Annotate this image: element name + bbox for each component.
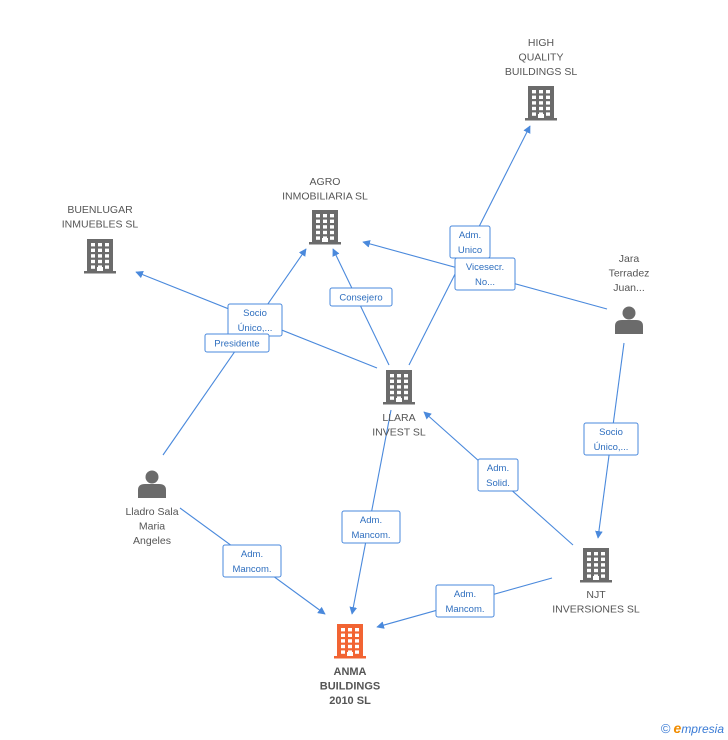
edge-label-njt-to-anma[interactable]: Adm. Mancom. <box>435 584 495 618</box>
building-icon <box>525 86 557 121</box>
copyright-icon: © <box>660 721 671 736</box>
edge-label-text: Adm. <box>360 515 382 526</box>
edges-layer <box>135 125 625 629</box>
edge-label-text: Único,... <box>594 442 629 453</box>
brand-footer[interactable]: ©empresia <box>661 720 724 736</box>
edge-label-text: Adm. <box>241 549 263 560</box>
node-anma[interactable]: ANMA BUILDINGS 2010 SL <box>320 624 381 707</box>
edge-label-text: Presidente <box>214 339 259 350</box>
edge-label-box <box>435 584 495 618</box>
edge-label-text: Socio <box>243 308 267 319</box>
node-label: Terradez <box>609 268 650 280</box>
node-label: INVERSIONES SL <box>552 604 640 616</box>
edge-label-text: Mancom. <box>445 604 484 615</box>
edge-label-jara-to-njt[interactable]: SocioÚnico,... <box>583 422 639 456</box>
edge-label-llara-to-anma[interactable]: Adm. Mancom. <box>341 510 401 544</box>
node-label: LLARA <box>382 412 415 424</box>
node-label: BUENLUGAR <box>67 204 133 216</box>
building-icon <box>309 210 341 245</box>
edge-llara-to-agro <box>332 248 390 366</box>
edge-label-llara-to-buen[interactable]: SocioÚnico,... <box>227 303 283 337</box>
edge-label-box <box>204 333 270 353</box>
building-icon <box>580 548 612 583</box>
brand-name: mpresia <box>681 722 724 736</box>
edge-labels-layer: Adm.UnicoVicesecr.No...ConsejeroSocioÚni… <box>204 225 639 618</box>
edge-label-llara-to-high[interactable]: Adm. Unico <box>449 225 491 259</box>
edge-label-box <box>454 257 516 291</box>
node-label: INMOBILIARIA SL <box>282 191 368 203</box>
node-buen[interactable]: BUENLUGAR INMUEBLES SL <box>62 204 139 274</box>
node-label: HIGH <box>528 37 554 49</box>
node-label: Angeles <box>133 535 171 547</box>
node-label: ANMA <box>334 666 367 678</box>
node-label: NJT <box>586 589 606 601</box>
nodes-layer: HIGH QUALITY BUILDINGS SL AGRO INMOBILIARIA … <box>62 37 650 707</box>
node-label: AGRO <box>310 176 341 188</box>
edge-label-text: Mancom. <box>351 530 390 541</box>
edge-label-llara-to-agro[interactable]: Consejero <box>329 287 393 307</box>
edge-label-text: Adm. <box>459 230 481 241</box>
edge-label-text: Adm. <box>454 589 476 600</box>
node-label: Jara <box>619 253 640 265</box>
node-label: INVEST SL <box>372 427 426 439</box>
edge-label-box <box>477 458 519 492</box>
node-label: QUALITY <box>519 52 564 64</box>
node-label: Lladro Sala <box>125 506 178 518</box>
edge-label-box <box>583 422 639 456</box>
node-label: Maria <box>139 521 165 533</box>
edge-label-lladro-to-anma[interactable]: Adm. Mancom. <box>222 544 282 578</box>
edge-label-njt-to-llara[interactable]: Adm. Solid. <box>477 458 519 492</box>
node-llara[interactable]: LLARA INVEST SL <box>372 370 426 439</box>
edge-label-box <box>341 510 401 544</box>
node-njt[interactable]: NJT INVERSIONES SL <box>552 548 640 616</box>
building-icon <box>334 624 366 659</box>
node-label: INMUEBLES SL <box>62 219 139 231</box>
edge-label-lladro-to-agro[interactable]: Presidente <box>204 333 270 353</box>
node-label: 2010 SL <box>329 695 371 707</box>
node-high[interactable]: HIGH QUALITY BUILDINGS SL <box>505 37 578 121</box>
edge-label-text: Consejero <box>339 293 382 304</box>
brand-initial: e <box>673 720 682 736</box>
edge-label-text: Unico <box>458 245 482 256</box>
person-icon <box>615 306 643 334</box>
person-icon <box>138 470 166 498</box>
edge-label-text: Único,... <box>238 323 273 334</box>
node-label: Juan... <box>613 282 645 294</box>
edge-label-text: Socio <box>599 427 623 438</box>
node-label: BUILDINGS SL <box>505 66 578 78</box>
edge-label-text: Adm. <box>487 463 509 474</box>
building-icon <box>84 239 116 274</box>
edge-label-jara-to-agro[interactable]: Vicesecr. No... <box>454 257 516 291</box>
edge-label-text: Mancom. <box>232 564 271 575</box>
node-label: BUILDINGS <box>320 681 381 693</box>
edge-label-box <box>222 544 282 578</box>
edge-label-box <box>329 287 393 307</box>
node-jara[interactable]: JaraTerradezJuan... <box>609 253 650 334</box>
node-agro[interactable]: AGRO INMOBILIARIA SL <box>282 176 368 245</box>
building-icon <box>383 370 415 405</box>
edge-label-text: Solid. <box>486 478 510 489</box>
edge-label-text: Vicesecr. <box>466 262 504 273</box>
edge-label-text: No... <box>475 277 495 288</box>
